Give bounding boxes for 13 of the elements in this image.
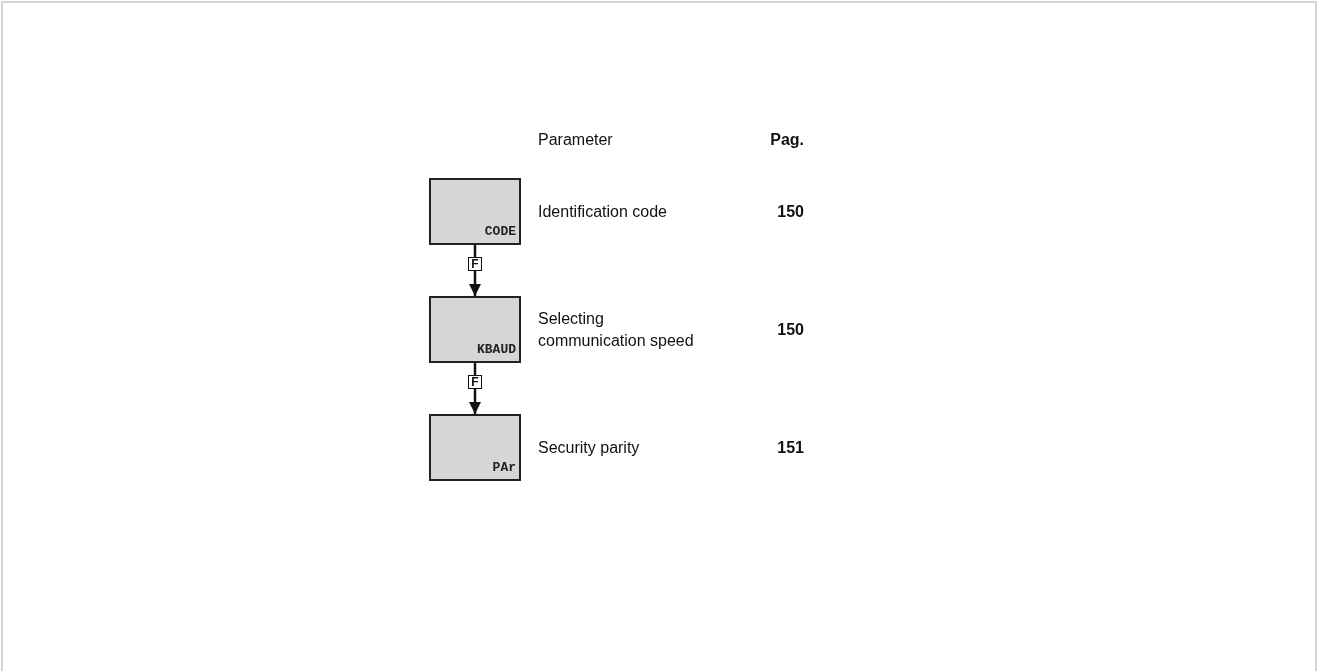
edge-label: F bbox=[468, 375, 482, 389]
display-box: CODE bbox=[429, 178, 521, 245]
page-number: 151 bbox=[777, 437, 804, 458]
parameter-description: Selecting communication speed bbox=[538, 308, 695, 351]
parameter-description: Identification code bbox=[538, 201, 668, 222]
page-number: 150 bbox=[777, 319, 804, 340]
display-box: PAr bbox=[429, 414, 521, 481]
display-box: KBAUD bbox=[429, 296, 521, 363]
column-header: Pag. bbox=[770, 130, 804, 150]
column-header: Parameter bbox=[538, 130, 613, 150]
parameter-description: Security parity bbox=[538, 437, 641, 458]
edge-label: F bbox=[468, 257, 482, 271]
page-number: 150 bbox=[777, 201, 804, 222]
